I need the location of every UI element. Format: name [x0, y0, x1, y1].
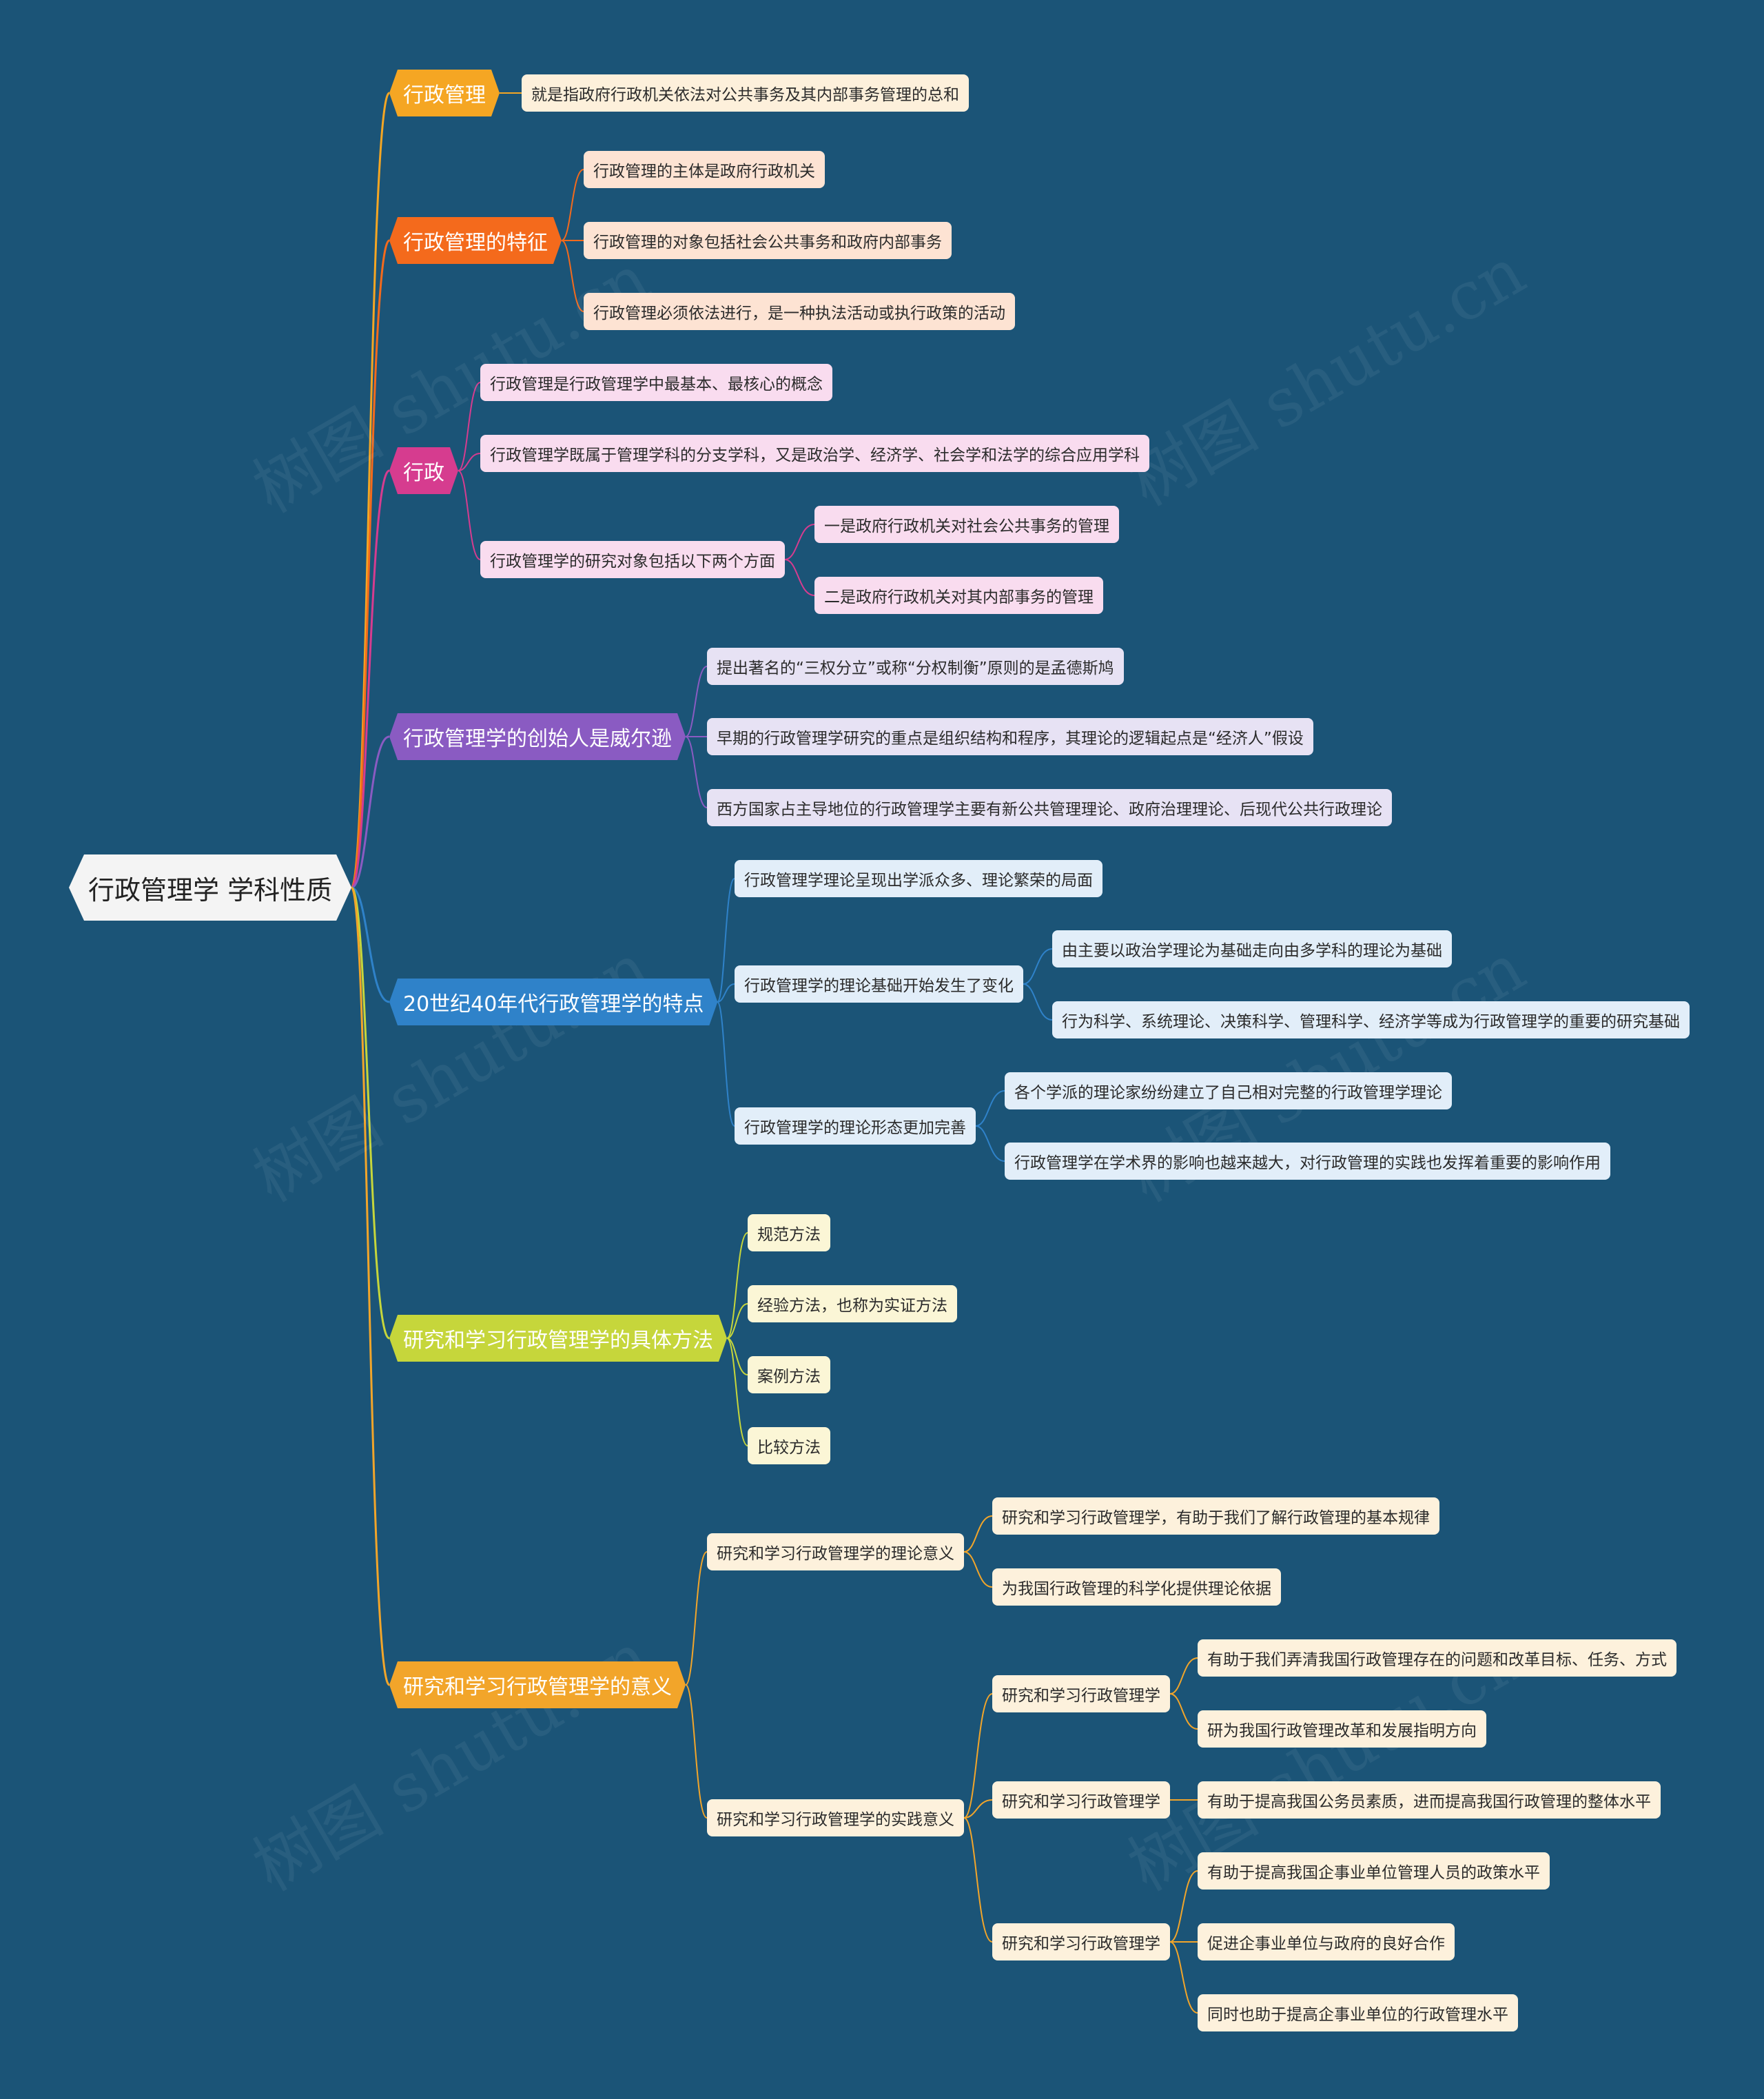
subtopic[interactable]: 行政管理学理论呈现出学派众多、理论繁荣的局面 — [735, 860, 1102, 897]
connector-line — [1023, 983, 1053, 1021]
connector-line — [350, 239, 391, 889]
connector-line — [784, 524, 815, 560]
connector-line — [963, 1515, 993, 1553]
subtopic[interactable]: 有助于我们弄清我国行政管理存在的问题和改革目标、任务、方式 — [1198, 1639, 1676, 1677]
branch-topic[interactable]: 行政管理 — [389, 70, 500, 116]
connector-line — [350, 886, 391, 1340]
connector-line — [685, 1684, 708, 1819]
subtopic[interactable]: 早期的行政管理学研究的重点是组织结构和程序，其理论的逻辑起点是“经济人”假设 — [707, 718, 1313, 755]
subtopic[interactable]: 研究和学习行政管理学的实践意义 — [707, 1799, 964, 1836]
connector-line — [458, 453, 481, 471]
branch-topic[interactable]: 行政管理的特征 — [389, 217, 562, 264]
subtopic[interactable]: 就是指政府行政机关依法对公共事务及其内部事务管理的总和 — [522, 74, 969, 112]
subtopic[interactable]: 比较方法 — [748, 1427, 830, 1464]
connector-line — [717, 1001, 735, 1127]
subtopic[interactable]: 行政管理学在学术界的影响也越来越大，对行政管理的实践也发挥着重要的影响作用 — [1005, 1143, 1610, 1180]
connector-line — [717, 983, 735, 1003]
subtopic[interactable]: 行政管理的对象包括社会公共事务和政府内部事务 — [584, 222, 952, 259]
branch-topic[interactable]: 行政 — [389, 447, 458, 494]
subtopic[interactable]: 一是政府行政机关对社会公共事务的管理 — [814, 506, 1119, 543]
subtopic[interactable]: 行政管理必须依法进行，是一种执法活动或执行政策的活动 — [584, 293, 1015, 330]
subtopic[interactable]: 二是政府行政机关对其内部事务的管理 — [814, 577, 1103, 614]
connector-line — [350, 469, 391, 889]
subtopic[interactable]: 为我国行政管理的科学化提供理论依据 — [992, 1568, 1281, 1606]
connector-line — [726, 1338, 748, 1446]
subtopic[interactable]: 各个学派的理论家纷纷建立了自己相对完整的行政管理学理论 — [1005, 1072, 1452, 1109]
connector-line — [685, 1551, 708, 1686]
connector-line — [1169, 1657, 1198, 1694]
connector-line — [685, 666, 708, 737]
connector-line — [784, 559, 815, 596]
connector-line — [1169, 1941, 1198, 2014]
connector-line — [351, 886, 390, 1003]
connector-line — [717, 878, 735, 1003]
connector-line — [963, 1551, 993, 1588]
branch-topic[interactable]: 行政管理学的创始人是威尔逊 — [389, 713, 686, 760]
subtopic[interactable]: 研为我国行政管理改革和发展指明方向 — [1198, 1710, 1486, 1748]
subtopic[interactable]: 研究和学习行政管理学 — [992, 1781, 1170, 1819]
connector-line — [561, 240, 584, 312]
connector-line — [975, 1090, 1005, 1127]
connector-line — [726, 1338, 748, 1375]
connector-line — [1169, 1693, 1198, 1730]
subtopic[interactable]: 研究和学习行政管理学，有助于我们了解行政管理的基本规律 — [992, 1497, 1439, 1535]
subtopic[interactable]: 行为科学、系统理论、决策科学、管理科学、经济学等成为行政管理学的重要的研究基础 — [1052, 1001, 1690, 1038]
connector-line — [975, 1125, 1005, 1162]
connector-line — [1169, 1870, 1198, 1943]
connector-line — [350, 886, 391, 1686]
subtopic[interactable]: 促进企事业单位与政府的良好合作 — [1198, 1923, 1455, 1960]
branch-topic[interactable]: 研究和学习行政管理学的具体方法 — [389, 1315, 727, 1362]
connector-line — [458, 382, 481, 471]
subtopic[interactable]: 行政管理是行政管理学中最基本、最核心的概念 — [480, 364, 832, 401]
subtopic[interactable]: 西方国家占主导地位的行政管理学主要有新公共管理理论、政府治理理论、后现代公共行政… — [707, 789, 1392, 826]
connector-line — [458, 470, 481, 560]
connector-line — [726, 1232, 748, 1339]
subtopic[interactable]: 案例方法 — [748, 1356, 830, 1393]
branch-topic[interactable]: 20世纪40年代行政管理学的特点 — [389, 979, 717, 1025]
subtopic[interactable]: 有助于提高我国公务员素质，进而提高我国行政管理的整体水平 — [1198, 1781, 1661, 1819]
subtopic[interactable]: 研究和学习行政管理学的理论意义 — [707, 1533, 964, 1570]
connector-line — [1023, 948, 1053, 985]
subtopic[interactable]: 同时也助于提高企事业单位的行政管理水平 — [1198, 1994, 1518, 2031]
subtopic[interactable]: 经验方法，也称为实证方法 — [748, 1285, 957, 1322]
connector-line — [963, 1817, 993, 1943]
subtopic[interactable]: 行政管理学的研究对象包括以下两个方面 — [480, 541, 785, 578]
branch-topic[interactable]: 研究和学习行政管理学的意义 — [389, 1661, 686, 1708]
connector-line — [963, 1693, 993, 1819]
connector-line — [561, 169, 584, 241]
subtopic[interactable]: 研究和学习行政管理学 — [992, 1923, 1170, 1960]
connector-line — [351, 735, 390, 889]
root-topic[interactable]: 行政管理学 学科性质 — [69, 854, 351, 921]
connector-line — [685, 736, 708, 808]
subtopic[interactable]: 行政管理学的理论基础开始发生了变化 — [735, 965, 1023, 1003]
subtopic[interactable]: 行政管理的主体是政府行政机关 — [584, 151, 825, 188]
connector-line — [963, 1799, 993, 1819]
subtopic[interactable]: 行政管理学的理论形态更加完善 — [735, 1107, 976, 1145]
subtopic[interactable]: 规范方法 — [748, 1214, 830, 1251]
subtopic[interactable]: 提出著名的“三权分立”或称“分权制衡”原则的是孟德斯鸠 — [707, 648, 1124, 685]
subtopic[interactable]: 有助于提高我国企事业单位管理人员的政策水平 — [1198, 1852, 1550, 1890]
connector-line — [726, 1303, 748, 1339]
subtopic[interactable]: 行政管理学既属于管理学科的分支学科，又是政治学、经济学、社会学和法学的综合应用学… — [480, 435, 1149, 472]
subtopic[interactable]: 由主要以政治学理论为基础走向由多学科的理论为基础 — [1052, 930, 1452, 967]
subtopic[interactable]: 研究和学习行政管理学 — [992, 1675, 1170, 1712]
